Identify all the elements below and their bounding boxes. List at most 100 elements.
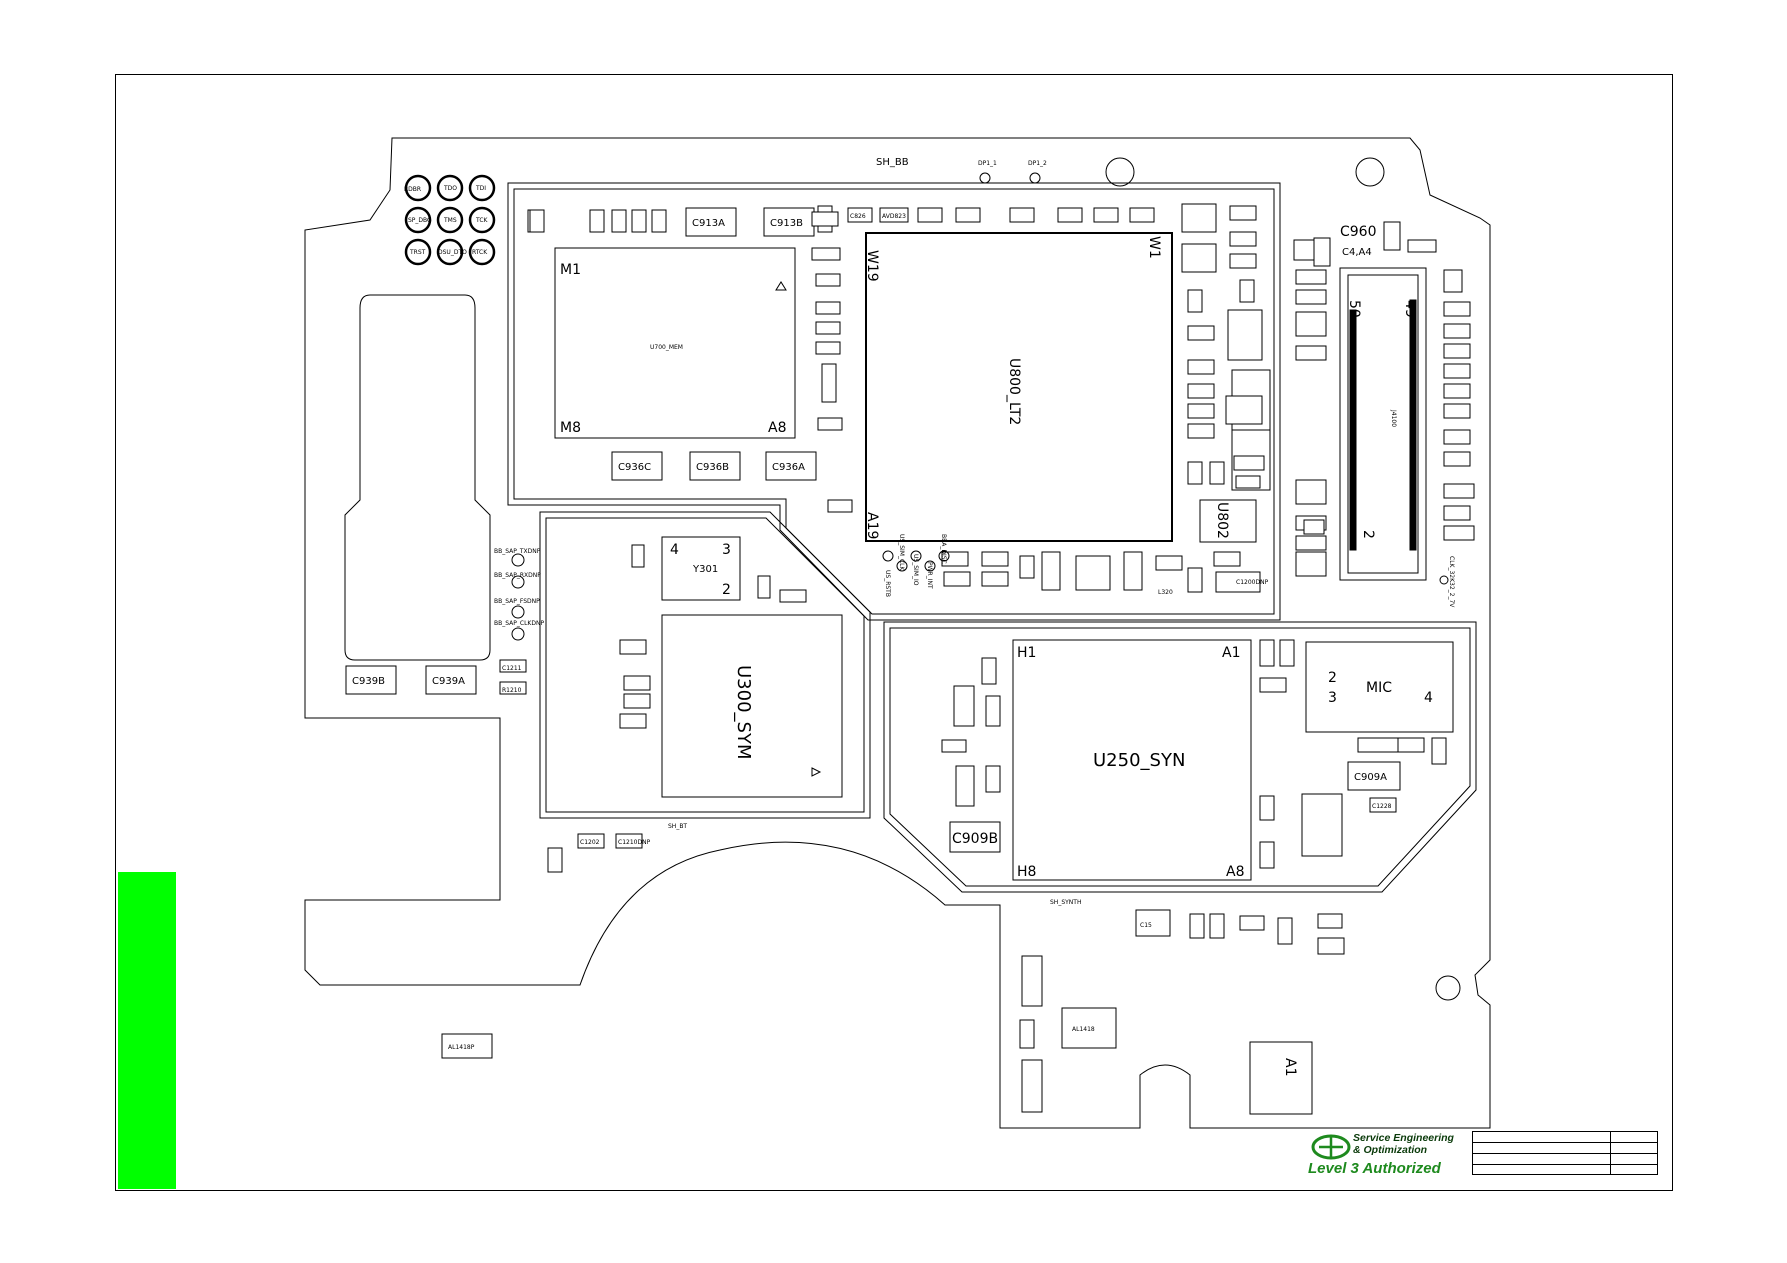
pcb-shape [1233,455,1265,471]
pcb-shape [943,571,971,587]
pcb-shape [547,847,563,873]
pcb-shape [1187,325,1215,341]
y301-label: Y301 [692,564,718,575]
pcb-shape [917,207,943,223]
test-point [404,174,432,202]
mount-hole-2 [1355,157,1385,187]
test-point [1029,172,1041,184]
u250-ic [1012,639,1252,881]
pcb-shape [1229,231,1257,247]
tp-tck: TCK [475,217,489,224]
pcb-shape [1443,343,1471,359]
pcb-shape [685,207,737,237]
u250-a8: A8 [1226,864,1244,880]
pcb-shape [1295,289,1327,305]
r309b-label: R1210 [502,687,522,694]
mic-pin3: 3 [1328,690,1337,706]
pcb-shape [941,739,967,753]
pcb-shape [1443,323,1471,339]
pcb-shape [1009,207,1035,223]
pcb-shape [611,209,627,233]
test-pad-group [404,174,496,266]
pcb-shape [1239,279,1255,303]
rdbr-label: RDBR [404,186,421,193]
test-point [404,206,432,234]
battery-keepout [344,294,491,661]
u800-a19: A19 [864,512,880,539]
cap-c909b: C909B [952,831,998,847]
u300-ic [661,614,843,798]
y301-p2: 2 [722,582,731,598]
pcb-shape [1443,269,1463,293]
pcb-shape [1295,535,1327,551]
pcb-shape [1443,363,1471,379]
pcb-shape [1295,551,1327,577]
test-point [896,560,908,572]
test-point [511,627,525,641]
tp-rstb: US_RSTB [884,570,891,597]
shield-bt-label: SH_BT [668,823,687,830]
a1-label: A1 [1282,1058,1298,1076]
test-point [436,206,464,234]
pcb-shape [689,451,741,481]
pcb-shape [765,451,817,481]
c960-label: C960 [1340,224,1377,240]
pcb-shape [1187,359,1215,375]
logo-line1: Service Engineering [1353,1132,1454,1144]
pcb-shape [1407,239,1437,253]
pcb-shape [1227,309,1263,361]
pcb-shape [1189,913,1205,939]
test-point [468,238,496,266]
y301-p3: 3 [722,542,731,558]
logo-line2: & Optimization [1353,1144,1428,1156]
pcb-shape [1135,909,1171,937]
pcb-shape [619,713,647,729]
connector-shield [1339,267,1427,581]
pcb-shape [1443,525,1475,541]
pcb-shape [1129,207,1155,223]
a1-antenna [1249,1041,1313,1115]
pcb-shape [811,247,841,261]
pcb-shape [955,765,975,807]
pcb-shape [1041,551,1061,591]
pcb-shape [1259,677,1287,693]
bt-feed-label: AL1418P [448,1044,475,1051]
conn-pin50: 50 [1346,300,1362,318]
sap-fsd: BB_SAP_FSDNP [494,598,540,605]
pcb-shape [1295,269,1327,285]
test-point [910,550,922,562]
cap-c936a: C936A [772,462,805,473]
pcb-shape [1187,383,1215,399]
pcb-shape [623,693,651,709]
y301-crystal [661,536,741,601]
tp-tdo: TDO [443,185,457,192]
vr1400-label: C15 [1140,922,1152,929]
pcb-shape [1369,797,1397,813]
u250-a1: A1 [1222,645,1240,661]
pcb-shape [619,639,647,655]
u802-ic [1199,499,1257,543]
test-point [882,550,894,562]
test-point [511,605,525,619]
tp-dsu-dto: DSU_DTO [438,249,467,256]
pcb-shape [1057,207,1083,223]
cap-c909a: C909A [1354,772,1387,783]
tp-dp1-2: DP1_2 [1028,160,1047,167]
pcb-shape [847,207,873,223]
pcb-shape [1313,237,1331,267]
shield-bb-outer [507,182,1281,621]
cap-c936c: C936C [618,462,651,473]
mic-label: MIC [1366,680,1392,696]
cap-c913b: C913B [770,218,803,229]
pcb-shape [985,765,1001,793]
pcb-shape [1181,243,1217,273]
tp-sim-clk: US_SIM_CLK [898,534,905,571]
pcb-shape [1443,403,1471,419]
large-caps [345,207,1401,853]
test-point [468,206,496,234]
pcb-shape [1383,221,1401,251]
u250-h1: H1 [1017,645,1036,661]
pcb-shape [1225,395,1263,425]
pcb-shape [1181,203,1217,233]
